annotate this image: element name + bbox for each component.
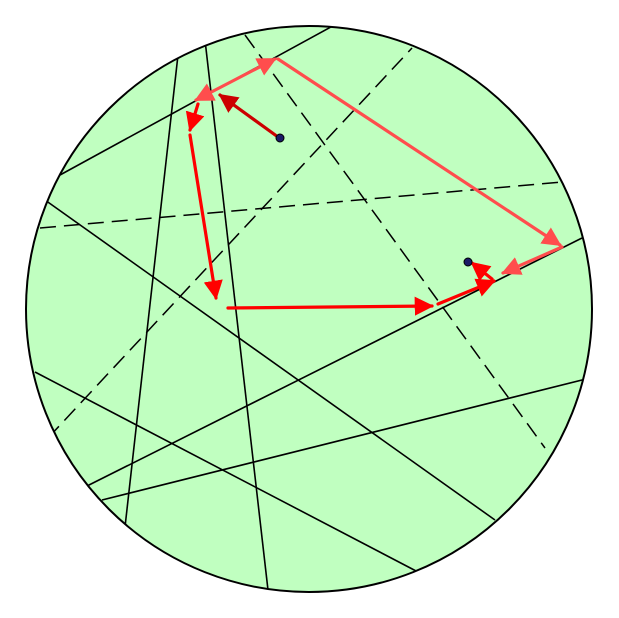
dashed-line bbox=[47, 47, 413, 439]
solid-lines bbox=[34, 26, 591, 591]
path-arrow-segment bbox=[501, 245, 564, 275]
path-arrow-segment bbox=[276, 57, 562, 247]
dashed-line bbox=[39, 179, 586, 229]
path-arrow-segment bbox=[185, 102, 205, 132]
path-arrow-segment bbox=[218, 93, 280, 139]
path-arrow-segment bbox=[436, 278, 496, 306]
path-arrow-segment bbox=[226, 296, 434, 316]
solid-line bbox=[101, 377, 591, 501]
path-arrow-segment bbox=[470, 261, 494, 282]
solid-line bbox=[84, 237, 583, 488]
dashed-lines bbox=[39, 34, 586, 449]
solid-line bbox=[44, 199, 496, 521]
path-arrows bbox=[185, 57, 564, 316]
solid-line bbox=[204, 39, 269, 591]
dashed-line bbox=[244, 34, 546, 449]
circle-disc bbox=[25, 25, 593, 593]
solid-line bbox=[34, 371, 419, 573]
start-point bbox=[275, 133, 285, 143]
path-arrow-segment bbox=[188, 133, 223, 300]
path-arrow-segment bbox=[194, 57, 277, 102]
solid-line bbox=[124, 54, 179, 528]
end-point bbox=[463, 257, 473, 267]
